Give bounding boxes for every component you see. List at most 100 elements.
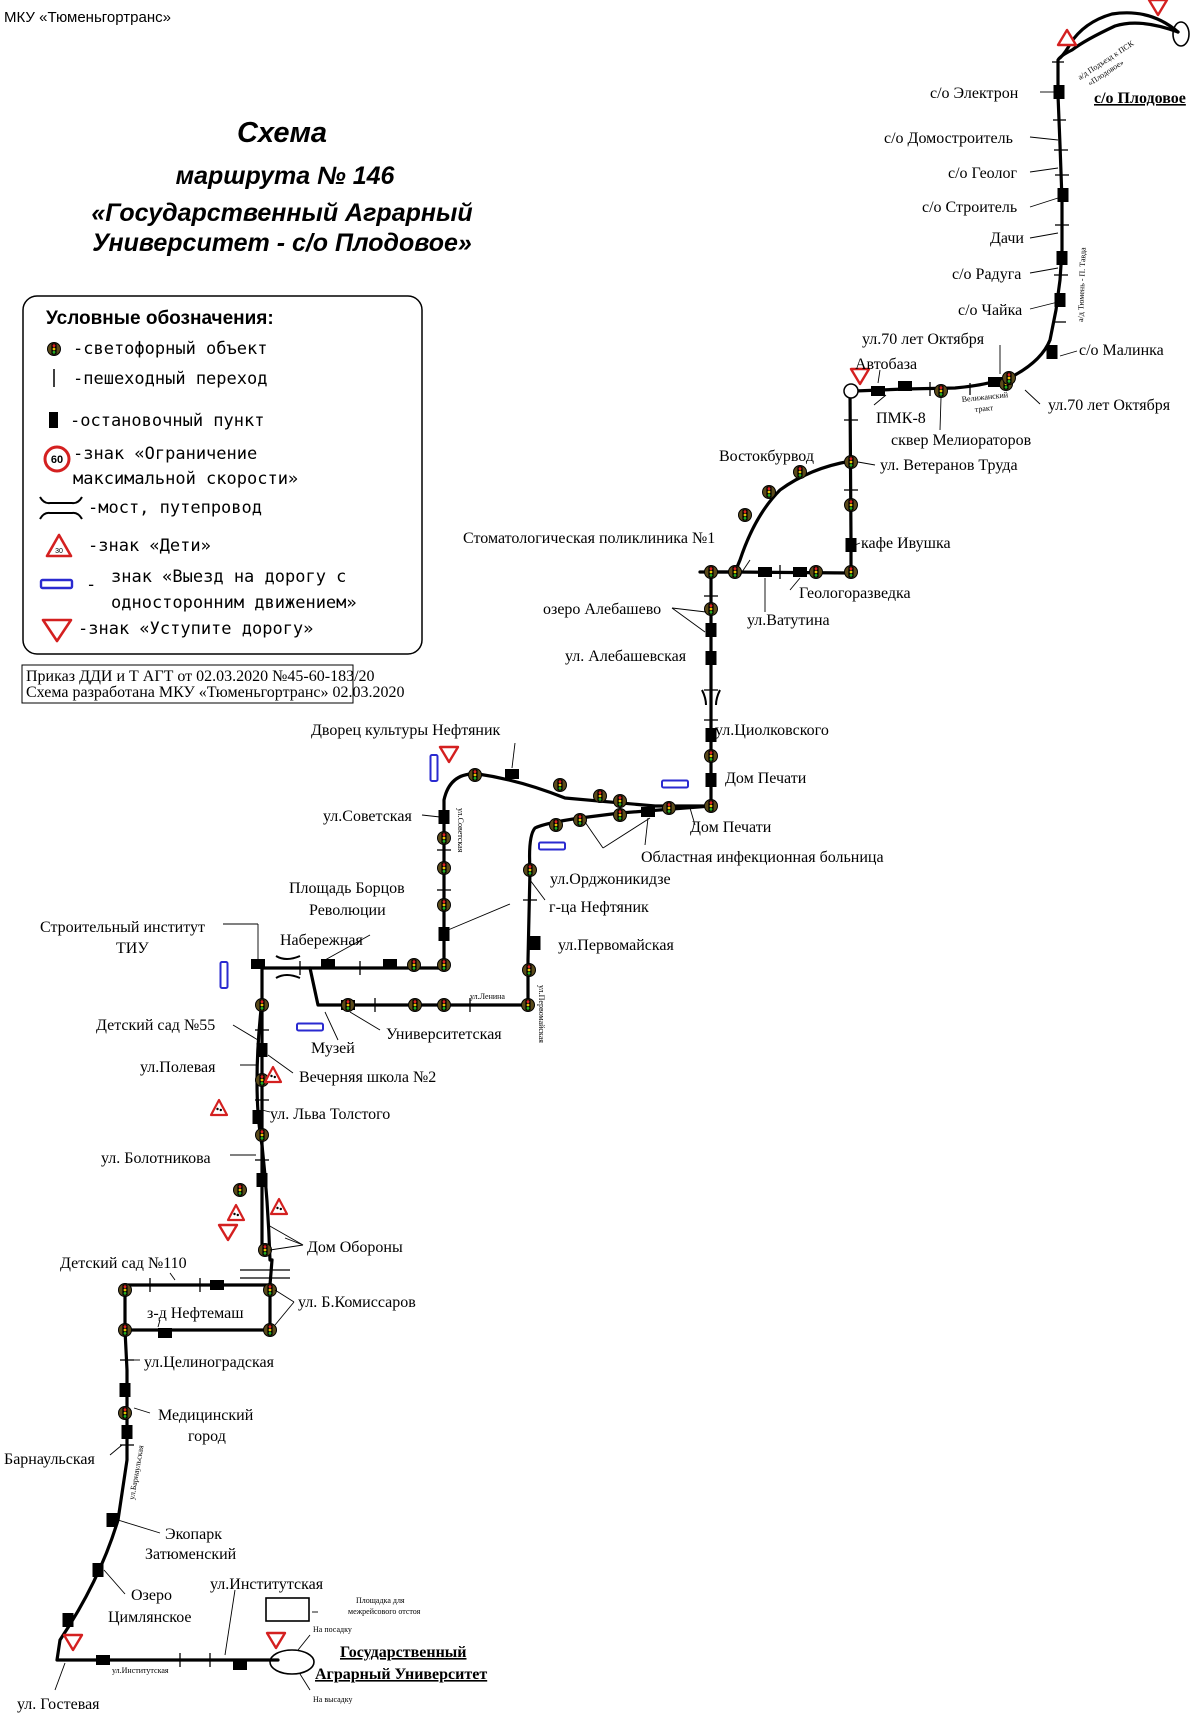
- children-sign-value: 30: [55, 548, 63, 555]
- stop-label: ул.Целиноградская: [144, 1354, 275, 1371]
- stop-label: ул. Б.Комиссаров: [298, 1294, 416, 1311]
- one-way-exit-sign-icon: [538, 841, 566, 851]
- stop-label: Музей: [311, 1040, 355, 1057]
- stop-label: Революции: [309, 902, 386, 919]
- traffic-light-icon: [521, 998, 535, 1012]
- bridge-icon: [701, 689, 721, 706]
- svg-text:-: -: [86, 575, 96, 595]
- bus-stop-icon: [233, 1660, 247, 1670]
- stop-label: Дворец культуры Нефтяник: [311, 722, 501, 739]
- stop-label: Барнаульская: [4, 1451, 95, 1468]
- traffic-light-icon: [704, 565, 718, 579]
- traffic-light-icon: [793, 465, 807, 479]
- pedestrian-crossings: [120, 61, 1069, 1667]
- stop-label: ул.Полевая: [140, 1059, 216, 1076]
- yield-sign-icon: [217, 1223, 239, 1242]
- children-sign-icon: [263, 1065, 283, 1084]
- bus-stop-icon: [793, 567, 807, 577]
- legend-item-label: -знак «Ограничение: [73, 444, 257, 464]
- traffic-light-icon: [437, 998, 451, 1012]
- bus-stop-icon: [96, 1655, 110, 1665]
- stop-label: Дом Печати: [725, 770, 807, 787]
- title-line-1: Схема: [237, 117, 327, 149]
- stop-label: Детский сад №55: [96, 1017, 215, 1034]
- stop-label: с/о Геолог: [948, 165, 1017, 182]
- traffic-light-icon: [728, 565, 742, 579]
- children-sign-icon: [269, 1197, 289, 1216]
- bus-stop-icon: [1054, 293, 1066, 307]
- traffic-light-icon: [437, 831, 451, 845]
- yield-sign-icon: [265, 1631, 287, 1650]
- bus-stop-icon: [210, 1280, 224, 1290]
- stop-label: ул.Циолковского: [715, 722, 829, 739]
- bus-stop-icon: [383, 959, 397, 969]
- legend-item-label: -мост, путепровод: [88, 498, 262, 518]
- traffic-light-icon: [522, 963, 536, 977]
- speed-limit-value: 60: [51, 454, 63, 466]
- one-way-exit-sign-icon: [219, 961, 229, 989]
- legend-item-label: -знак «Уступите дорогу»: [78, 619, 313, 639]
- organization-name: МКУ «Тюменьгортранс»: [4, 9, 171, 26]
- stop-label: Медицинский: [158, 1407, 254, 1424]
- children-sign-icon: 30: [45, 533, 73, 558]
- stop-label: Площадь Борцов: [289, 880, 405, 897]
- stop-label: ПМК-8: [876, 410, 926, 427]
- traffic-light-icon: [233, 1183, 247, 1197]
- children-sign-icon: [209, 1098, 229, 1117]
- stop-label: ТИУ: [116, 940, 149, 957]
- stop-label: Набережная: [280, 932, 364, 949]
- stop-label: ул. Льва Толстого: [270, 1106, 390, 1123]
- stop-label: г-ца Нефтяник: [549, 899, 649, 916]
- bridge-icon: [39, 496, 83, 520]
- one-way-exit-sign-icon: [429, 754, 439, 782]
- traffic-light-icon: [704, 602, 718, 616]
- terminal-agrarian-university: [269, 1649, 315, 1675]
- order-note-line: Приказ ДДИ и Т АГТ от 02.03.2020 №45-60-…: [26, 668, 375, 685]
- stop-label: с/о Чайка: [958, 302, 1022, 319]
- traffic-light-icon: [523, 863, 537, 877]
- traffic-light-icon: [407, 958, 421, 972]
- layover-note: межрейсового отстоя: [348, 1607, 421, 1616]
- bus-stop-icon: [438, 810, 450, 824]
- bus-stop-icon: [62, 1613, 74, 1627]
- traffic-light-icon: [844, 455, 858, 469]
- bus-stop-icon: [92, 1563, 104, 1577]
- yield-sign-icon: [438, 745, 460, 764]
- stop-label: Строительный институт: [40, 919, 205, 936]
- traffic-light-icon: [809, 565, 823, 579]
- street-label: ул.Барнаульская: [127, 1444, 145, 1500]
- traffic-light-icon: [258, 1243, 272, 1257]
- stop-label: Востокбурвод: [719, 448, 814, 465]
- legend-item-label: знак «Выезд на дорогу с: [111, 567, 346, 587]
- bus-stop-icon: [256, 1043, 268, 1057]
- stop-label: с/о Строитель: [922, 199, 1017, 216]
- one-way-exit-sign-icon: [296, 1022, 324, 1032]
- bus-stop-icon: [158, 1328, 172, 1338]
- terminal-label-university-1: Государственный: [340, 1644, 467, 1661]
- traffic-light-icon: [762, 485, 776, 499]
- street-label: ул.Первомайская: [537, 985, 546, 1043]
- traffic-light-icon: [613, 808, 627, 822]
- title-line-2: маршрута № 146: [176, 162, 396, 190]
- legend-item-label: максимальной скорости»: [73, 469, 298, 489]
- street-label: а/д Тюмень - П. Тавда: [1076, 247, 1088, 322]
- stop-label: с/о Домостроитель: [884, 130, 1013, 147]
- yield-sign-icon: [62, 1633, 84, 1652]
- stop-label: з-д Нефтемаш: [147, 1305, 244, 1322]
- stop-label: ул.70 лет Октября: [1048, 397, 1171, 414]
- bridge-icon: [275, 955, 301, 979]
- title-line-4: Университет - с/о Плодовое»: [92, 229, 472, 257]
- bus-stop-icon: [529, 936, 541, 950]
- bus-stop-icon: [1046, 345, 1058, 359]
- bus-stop-icon: [121, 1425, 133, 1439]
- bus-stop-icon: [252, 1110, 264, 1124]
- traffic-light-icon: [437, 958, 451, 972]
- bus-stop-icon: [871, 386, 885, 396]
- traffic-light-icon: [662, 801, 676, 815]
- street-label: ул.Советская: [456, 808, 465, 853]
- bus-stop-icon: [641, 807, 655, 817]
- bus-stop-icon: [1056, 251, 1068, 265]
- order-note: Приказ ДДИ и Т АГТ от 02.03.2020 №45-60-…: [21, 664, 405, 704]
- traffic-light-icon: [573, 813, 587, 827]
